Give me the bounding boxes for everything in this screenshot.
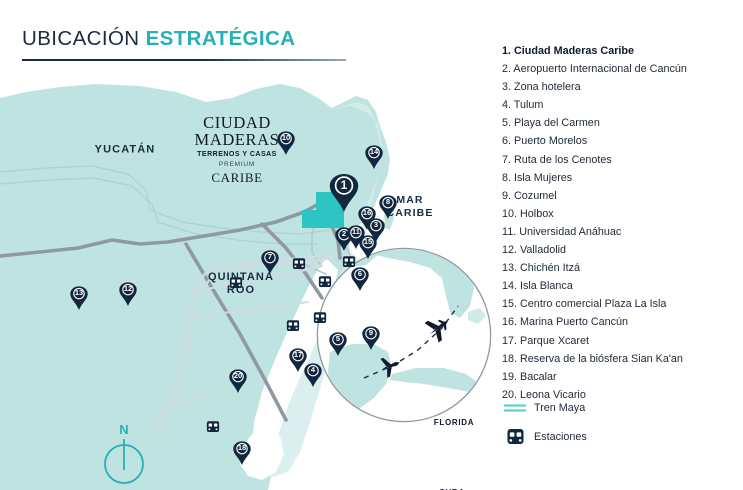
map-pin-9[interactable]: 9 (362, 325, 381, 350)
map-train-station-icon[interactable] (342, 256, 357, 269)
map-pin-5[interactable]: 5 (329, 331, 348, 356)
legend-item: 14. Isla Blanca (502, 280, 573, 293)
legend-item: 10. Holbox (502, 207, 554, 220)
bahamas-land (468, 308, 486, 324)
inset-label-florida: FLORIDA (433, 418, 475, 427)
state-border-line-2 (0, 177, 318, 245)
compass-north-label: N (119, 422, 129, 437)
map-label-yucatan: YUCATÁN (94, 143, 156, 156)
coastal-shelf (270, 102, 382, 478)
map-train-station-icon[interactable] (206, 421, 221, 434)
legend-item: 7. Ruta de los Cenotes (502, 153, 612, 166)
map-train-station-icon[interactable] (229, 277, 244, 290)
legend-item: 6. Puerto Morelos (502, 135, 588, 148)
tren-maya-branch (165, 301, 309, 407)
legend-item: 5. Playa del Carmen (502, 117, 600, 130)
page-header: UBICACIÓN ESTRATÉGICA (22, 26, 346, 64)
map-pin-7[interactable]: 7 (261, 249, 280, 274)
legend-item: 12. Valladolid (502, 244, 567, 257)
legend-item: 15. Centro comercial Plaza La Isla (502, 298, 667, 311)
map-pin-18[interactable]: 18 (233, 440, 252, 465)
cuba-land (390, 368, 480, 392)
legend-item: 9. Cozumel (502, 189, 557, 202)
legend-key-label-tren-maya: Tren Maya (534, 401, 586, 414)
brand-logo-line5: CARIBE (211, 170, 263, 185)
map-pin-10[interactable]: 10 (277, 130, 296, 155)
map-panel: CIUDAD MADERAS TERRENOS Y CASAS PREMIUM … (0, 62, 492, 490)
ciudad-maderas-marker-block (302, 192, 344, 228)
legend-item: 13. Chichén Itzá (502, 262, 581, 275)
map-pin-20[interactable]: 20 (229, 368, 248, 393)
inset-label-cuba: CUBA (439, 488, 465, 490)
inset-map-group (316, 247, 492, 423)
train-station-icon (502, 427, 528, 447)
legend-item: 1. Ciudad Maderas Caribe (502, 45, 635, 57)
brand-logo: CIUDAD MADERAS TERRENOS Y CASAS PREMIUM … (182, 114, 292, 185)
page-title-accent: ESTRATÉGICA (145, 27, 296, 50)
brand-logo-line2: MADERAS (194, 130, 280, 149)
map-pin-14[interactable]: 14 (365, 144, 384, 169)
legend-item: 16. Marina Puerto Cancún (502, 316, 629, 329)
map-pin-6[interactable]: 6 (351, 266, 370, 291)
airplane-icon-1 (424, 319, 448, 343)
map-pin-17[interactable]: 17 (289, 347, 308, 372)
brand-logo-line3: TERRENOS Y CASAS (197, 151, 277, 158)
map-pin-1[interactable]: 1 (329, 172, 359, 212)
page-title-primary: UBICACIÓN (22, 27, 146, 50)
legend-item: 20. Leona Vicario (502, 388, 586, 401)
brand-logo-line4: PREMIUM (218, 161, 256, 168)
legend-item: 8. Isla Mujeres (502, 171, 573, 184)
legend-key-tren-maya: Tren Maya (502, 393, 740, 422)
compass-icon (104, 439, 144, 484)
legend-item: 4. Tulum (502, 99, 544, 112)
map-train-station-icon[interactable] (313, 312, 328, 325)
inset-map-labels: FLORIDA CUBA QUINTANA ROO (318, 305, 490, 490)
map-pin-15[interactable]: 15 (359, 234, 378, 259)
tren-maya-route (150, 252, 334, 438)
legend-item: 2. Aeropuerto Internacional de Cancún (502, 63, 687, 76)
map-pin-12[interactable]: 12 (119, 281, 138, 306)
map-train-station-icon[interactable] (318, 276, 333, 289)
airplane-icon-2 (380, 357, 400, 378)
map-train-station-icon[interactable] (286, 320, 301, 333)
legend-key-label-estaciones: Estaciones (534, 430, 587, 443)
title-divider (22, 59, 346, 61)
legend-key-estaciones: Estaciones (502, 422, 740, 451)
yucatan-inset-land (328, 344, 392, 412)
map-pin-8[interactable]: 8 (379, 194, 398, 219)
legend-item: 18. Reserva de la biósfera Sian Ka'an (502, 352, 683, 365)
train-line-icon (502, 398, 528, 418)
legend-item: 19. Bacalar (502, 370, 557, 383)
legend-item: 11. Universidad Anáhuac (502, 225, 622, 238)
legend-keys: Tren Maya Estaciones (502, 393, 740, 451)
map-pin-13[interactable]: 13 (70, 285, 89, 310)
map-train-station-icon[interactable] (292, 258, 307, 271)
legend-list: 1. Ciudad Maderas Caribe 2. Aeropuerto In… (502, 42, 740, 404)
map-label-mar-caribe: MAR CARIBE (386, 194, 434, 219)
flight-path (363, 305, 459, 379)
legend-item: 17. Parque Xcaret (502, 334, 590, 347)
map-pin-16[interactable]: 16 (358, 205, 377, 230)
map-graphic (0, 62, 492, 490)
florida-land (372, 249, 474, 318)
state-border-line (0, 165, 331, 235)
page-title: UBICACIÓN ESTRATÉGICA (22, 26, 346, 52)
interior-white-notch (240, 428, 284, 480)
compass-rose: N (95, 422, 153, 486)
legend-item: 3. Zona hotelera (502, 81, 581, 94)
brand-logo-line1: CIUDAD (203, 113, 271, 132)
